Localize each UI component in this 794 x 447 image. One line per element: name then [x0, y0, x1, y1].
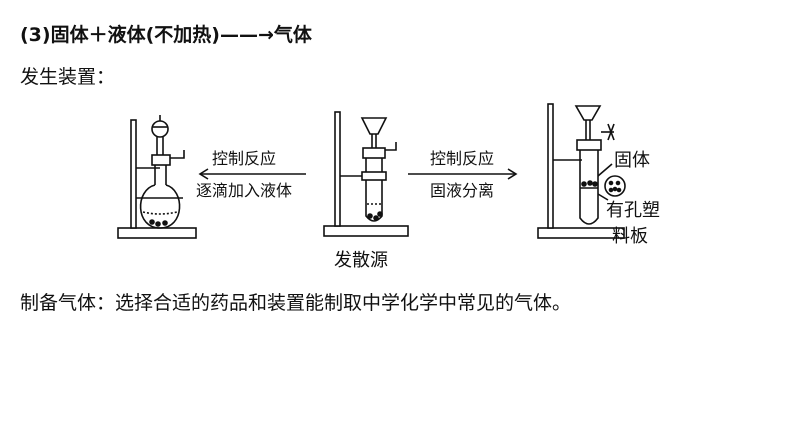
left-apparatus — [117, 115, 197, 239]
left-arrow-label-top: 控制反应 — [212, 149, 276, 168]
center-apparatus — [323, 111, 409, 237]
label-plate-line2: 料板 — [612, 226, 648, 247]
label-solid: 固体 — [614, 150, 650, 171]
right-apparatus — [537, 103, 626, 239]
label-plate-line1: 有孔塑 — [606, 200, 660, 221]
footer-text: 制备气体：选择合适的药品和装置能制取中学化学中常见的气体。 — [20, 292, 572, 314]
section-subheading: 发生装置： — [20, 66, 116, 88]
right-arrow-label-bottom: 固液分离 — [430, 181, 494, 200]
right-arrow — [408, 168, 518, 180]
section-heading: (3)固体＋液体(不加热)——→气体 — [20, 24, 312, 46]
left-arrow — [198, 168, 306, 180]
center-caption: 发散源 — [334, 250, 388, 271]
right-arrow-label-top: 控制反应 — [430, 149, 494, 168]
left-arrow-label-bottom: 逐滴加入液体 — [196, 181, 292, 200]
